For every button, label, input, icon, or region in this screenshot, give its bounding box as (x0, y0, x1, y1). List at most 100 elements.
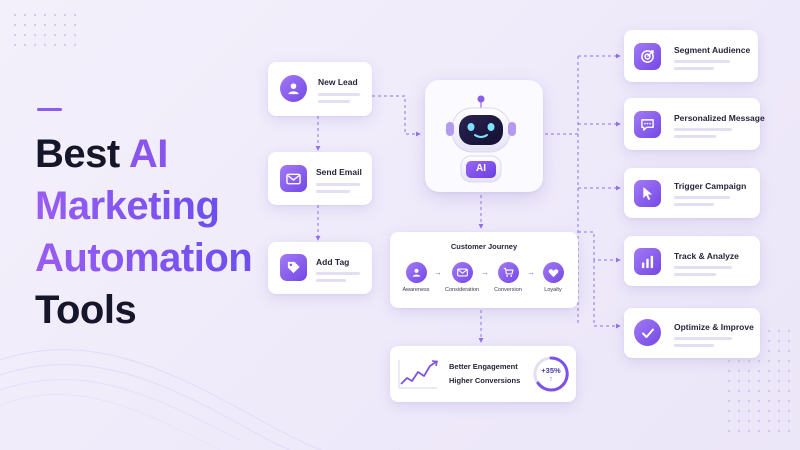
placeholder-line (674, 337, 732, 340)
placeholder-line (318, 100, 350, 103)
decorative-dot (738, 420, 740, 422)
placeholder-line (316, 183, 360, 186)
decorative-dot (24, 24, 26, 26)
decorative-dot (788, 380, 790, 382)
headline-line-2: Marketing (35, 180, 265, 232)
target-icon (634, 43, 661, 70)
stage-label: Conversion (494, 287, 522, 293)
decorative-dot (738, 370, 740, 372)
journey-title: Customer Journey (450, 242, 518, 251)
headline-line-1: Best AI (35, 128, 265, 180)
headline-marketing: Marketing (35, 184, 220, 228)
results-card[interactable]: Better Engagement Higher Conversions +35… (390, 346, 576, 402)
result-conversions: Higher Conversions (449, 376, 521, 385)
decorative-dot (758, 390, 760, 392)
decorative-dot (758, 370, 760, 372)
decorative-dot (64, 14, 66, 16)
decorative-dot (778, 410, 780, 412)
decorative-dot (778, 400, 780, 402)
decorative-dot (748, 390, 750, 392)
action-card-track-analyze[interactable]: Track & Analyze (624, 236, 760, 286)
decorative-dot (788, 430, 790, 432)
result-engagement: Better Engagement (449, 362, 518, 371)
decorative-dot (788, 390, 790, 392)
headline-automation: Automation (35, 236, 253, 280)
action-card-title: Track & Analyze (674, 251, 739, 261)
decorative-dot (758, 360, 760, 362)
decorative-dot (748, 370, 750, 372)
decorative-dot (758, 410, 760, 412)
cursor-icon (634, 180, 661, 207)
journey-stage-conversion[interactable]: Conversion (486, 262, 530, 293)
decorative-dot (74, 24, 76, 26)
decorative-dot (74, 34, 76, 36)
flow-card-new-lead[interactable]: New Lead (268, 62, 372, 116)
dot-grid-top-left (14, 14, 84, 54)
journey-stage-consideration[interactable]: Consideration (440, 262, 484, 293)
decorative-dot (768, 330, 770, 332)
placeholder-line (674, 344, 714, 347)
decorative-dot (738, 380, 740, 382)
decorative-dot (778, 360, 780, 362)
placeholder-line (674, 60, 730, 63)
decorative-dot (788, 370, 790, 372)
decorative-dot (34, 24, 36, 26)
decorative-dot (728, 430, 730, 432)
flow-card-title: New Lead (318, 77, 358, 87)
placeholder-line (318, 93, 360, 96)
decorative-dot (54, 34, 56, 36)
action-card-segment-audience[interactable]: Segment Audience (624, 30, 758, 82)
decorative-dot (24, 14, 26, 16)
flow-card-add-tag[interactable]: Add Tag (268, 242, 372, 294)
action-card-title: Personalized Message (674, 113, 765, 123)
flow-card-title: Send Email (316, 167, 362, 177)
decorative-dot (44, 14, 46, 16)
heart-icon (542, 262, 564, 283)
arrow-up-icon: ↑ (549, 376, 553, 383)
decorative-dot (758, 430, 760, 432)
action-card-title: Trigger Campaign (674, 181, 747, 191)
action-card-trigger-campaign[interactable]: Trigger Campaign (624, 168, 760, 218)
decorative-dot (778, 340, 780, 342)
decorative-dot (768, 400, 770, 402)
decorative-dot (64, 44, 66, 46)
journey-stage-awareness[interactable]: Awareness (394, 262, 438, 293)
decorative-dot (748, 410, 750, 412)
stage-label: Awareness (402, 287, 430, 293)
decorative-dot (768, 390, 770, 392)
placeholder-line (674, 203, 714, 206)
placeholder-line (674, 266, 732, 269)
decorative-dot (788, 360, 790, 362)
ai-robot-card[interactable]: AI (425, 80, 543, 192)
bar-chart-icon (634, 248, 661, 275)
decorative-dot (728, 370, 730, 372)
decorative-dot (788, 420, 790, 422)
arrow-right-icon: → (434, 268, 442, 277)
tag-icon (280, 254, 307, 281)
decorative-dot (778, 420, 780, 422)
robot-icon (446, 95, 516, 183)
decorative-dot (788, 400, 790, 402)
placeholder-line (674, 196, 730, 199)
decorative-dot (748, 420, 750, 422)
decorative-dot (778, 380, 780, 382)
decorative-dot (44, 34, 46, 36)
decorative-dot (14, 24, 16, 26)
decorative-dot (778, 390, 780, 392)
journey-stage-loyalty[interactable]: Loyalty (531, 262, 575, 293)
flow-card-send-email[interactable]: Send Email (268, 152, 372, 205)
decorative-dot (738, 400, 740, 402)
action-card-optimize-improve[interactable]: Optimize & Improve (624, 308, 760, 358)
decorative-dot (758, 380, 760, 382)
action-card-personalized-message[interactable]: Personalized Message (624, 98, 765, 150)
decorative-dot (34, 14, 36, 16)
flow-card-title: Add Tag (316, 257, 350, 267)
decorative-dot (24, 44, 26, 46)
decorative-dot (14, 44, 16, 46)
decorative-dot (54, 24, 56, 26)
decorative-dot (74, 14, 76, 16)
customer-journey-card[interactable]: Customer Journey Awareness → Considerati… (390, 232, 578, 308)
user-icon (405, 262, 427, 283)
decorative-dot (748, 360, 750, 362)
